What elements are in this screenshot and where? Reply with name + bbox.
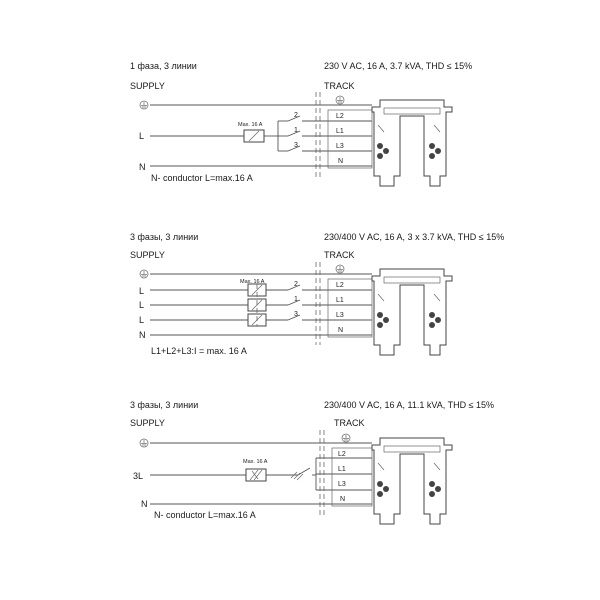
diagram-1-track-label: TRACK bbox=[324, 81, 355, 91]
diagram-3-neutral-label: N bbox=[141, 499, 148, 509]
diagram-1-spec: 230 V AC, 16 A, 3.7 kVA, THD ≤ 15% bbox=[324, 61, 472, 71]
diagram-1-switch-number: 1 bbox=[294, 127, 298, 134]
diagram-1-conductor: N bbox=[338, 158, 343, 165]
diagram-1-conductor: L3 bbox=[336, 143, 344, 150]
diagram-3-track-label: TRACK bbox=[334, 418, 365, 428]
diagram-1-conductor: L2 bbox=[336, 113, 344, 120]
diagram-2-spec: 230/400 V AC, 16 A, 3 x 3.7 kVA, THD ≤ 1… bbox=[324, 232, 504, 242]
diagram-1-switch-number: 3 bbox=[294, 142, 298, 149]
diagram-2-conductor: L3 bbox=[336, 312, 344, 319]
diagram-1-line-label: L bbox=[139, 131, 144, 141]
diagram-3-spec: 230/400 V AC, 16 A, 11.1 kVA, THD ≤ 15% bbox=[324, 400, 494, 410]
earth-icon bbox=[335, 264, 345, 274]
diagram-3: 3 фазы, 3 линии 230/400 V AC, 16 A, 11.1… bbox=[130, 400, 494, 525]
earth-icon bbox=[335, 95, 345, 105]
track-profile-icon bbox=[371, 437, 453, 525]
diagram-3-wires bbox=[150, 442, 372, 505]
diagram-2-neutral-label: N bbox=[139, 330, 146, 340]
diagram-2-supply-label: SUPPLY bbox=[130, 250, 165, 260]
diagram-3-breaker bbox=[245, 468, 267, 482]
diagram-3-supply-label: SUPPLY bbox=[130, 418, 165, 428]
diagram-3-title: 3 фазы, 3 линии bbox=[130, 400, 198, 410]
diagram-2-switch-number: 1 bbox=[294, 296, 298, 303]
diagram-2-conductor: L2 bbox=[336, 282, 344, 289]
diagram-2: 3 фазы, 3 линии 230/400 V AC, 16 A, 3 x … bbox=[130, 232, 504, 356]
earth-icon bbox=[139, 269, 149, 279]
diagram-2-line-label: L bbox=[139, 286, 144, 296]
diagram-2-breaker-label: Max. 16 A bbox=[240, 279, 265, 285]
diagram-1: 1 фаза, 3 линии 230 V AC, 16 A, 3.7 kVA,… bbox=[130, 61, 472, 187]
diagram-2-track-label: TRACK bbox=[324, 250, 355, 260]
diagram-2-switch-number: 2 bbox=[294, 281, 298, 288]
diagram-2-breakers bbox=[247, 283, 267, 327]
diagram-2-note: L1+L2+L3:I = max. 16 A bbox=[151, 346, 247, 356]
diagram-1-neutral-label: N bbox=[139, 162, 146, 172]
track-profile-icon bbox=[371, 99, 453, 187]
diagram-3-terminal-box bbox=[331, 447, 373, 507]
diagram-2-line-label: L bbox=[139, 300, 144, 310]
track-profile-icon bbox=[371, 268, 453, 356]
diagram-2-title: 3 фазы, 3 линии bbox=[130, 232, 198, 242]
diagram-1-supply-label: SUPPLY bbox=[130, 81, 165, 91]
diagram-2-wires bbox=[150, 273, 372, 336]
diagram-2-terminal-box bbox=[327, 278, 373, 338]
diagram-2-line-label: L bbox=[139, 315, 144, 325]
diagram-3-conductor: N bbox=[340, 496, 345, 503]
diagram-1-breaker-label: Max. 16 A bbox=[238, 122, 263, 128]
diagram-2-conductor: N bbox=[338, 327, 343, 334]
diagram-3-breaker-label: Max. 16 A bbox=[243, 459, 268, 465]
diagram-3-conductor: L1 bbox=[338, 466, 346, 473]
diagram-1-switch-number: 2 bbox=[294, 112, 298, 119]
diagram-1-wires bbox=[150, 104, 372, 167]
diagram-3-conductor: L2 bbox=[338, 451, 346, 458]
diagram-1-note: N- conductor L=max.16 A bbox=[151, 173, 253, 183]
diagram-1-breaker bbox=[243, 129, 265, 143]
diagram-2-switch-number: 3 bbox=[294, 311, 298, 318]
diagram-3-note: N- conductor L=max.16 A bbox=[154, 510, 256, 520]
diagram-3-line-label: 3L bbox=[133, 471, 143, 481]
earth-icon bbox=[341, 433, 351, 443]
diagram-1-title: 1 фаза, 3 линии bbox=[130, 61, 197, 71]
earth-icon bbox=[139, 438, 149, 448]
diagram-3-conductor: L3 bbox=[338, 481, 346, 488]
diagram-1-terminal-box bbox=[327, 109, 373, 169]
earth-icon bbox=[139, 100, 149, 110]
diagram-1-conductor: L1 bbox=[336, 128, 344, 135]
diagram-2-conductor: L1 bbox=[336, 297, 344, 304]
